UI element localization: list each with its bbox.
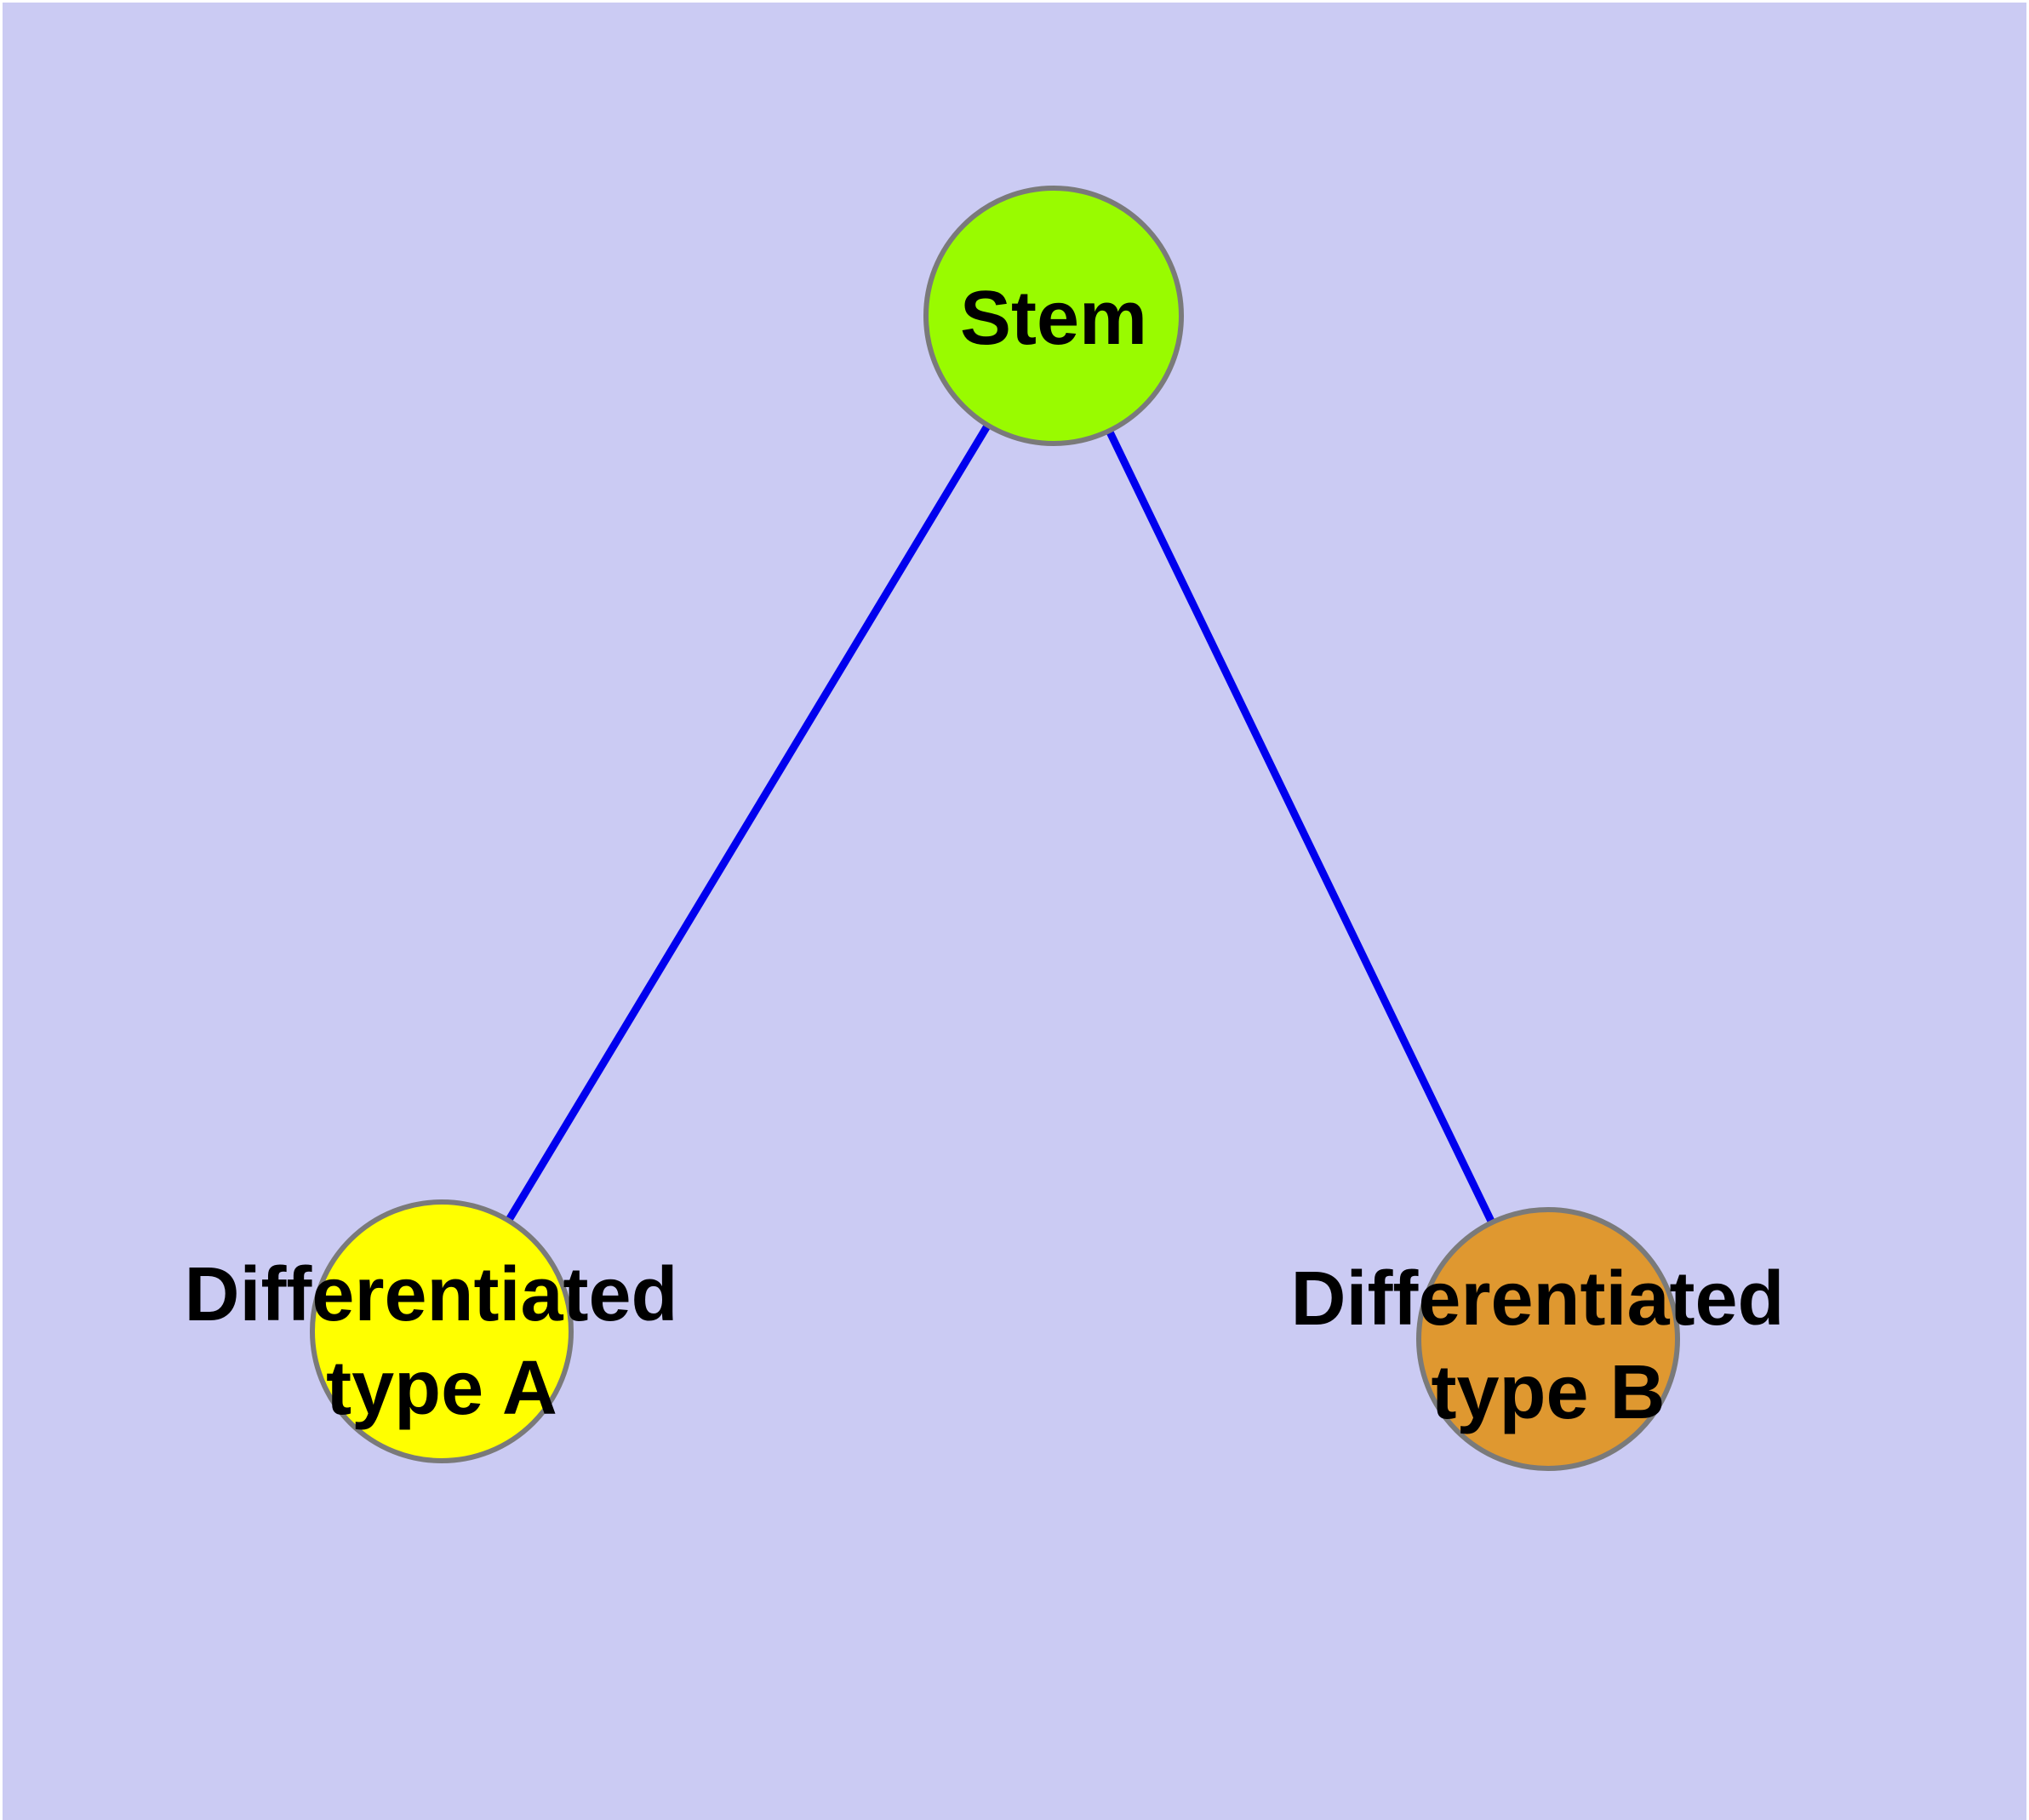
- node-type-b-label-line2: type B: [1431, 1350, 1665, 1435]
- node-differentiated-type-a: [310, 1199, 574, 1463]
- node-type-b-label-line1: Differentiated: [1290, 1256, 1784, 1342]
- node-type-a-label-line2: type A: [326, 1346, 557, 1431]
- node-differentiated-type-b: [1416, 1207, 1680, 1471]
- edge-stem-to-type-b: [1049, 314, 1552, 1341]
- node-type-b-label: Differentiated type B: [1290, 1256, 1805, 1435]
- node-type-a-label: Differentiated type A: [184, 1252, 699, 1431]
- edge-stem-to-type-a: [438, 313, 1057, 1334]
- nodes: [310, 186, 1680, 1471]
- node-stem: [923, 186, 1184, 446]
- node-labels: Stem Differentiated type A Differentiate…: [184, 276, 1805, 1435]
- edges: [438, 313, 1552, 1341]
- node-stem-label: Stem: [960, 276, 1147, 361]
- node-type-a-label-line1: Differentiated: [184, 1252, 677, 1337]
